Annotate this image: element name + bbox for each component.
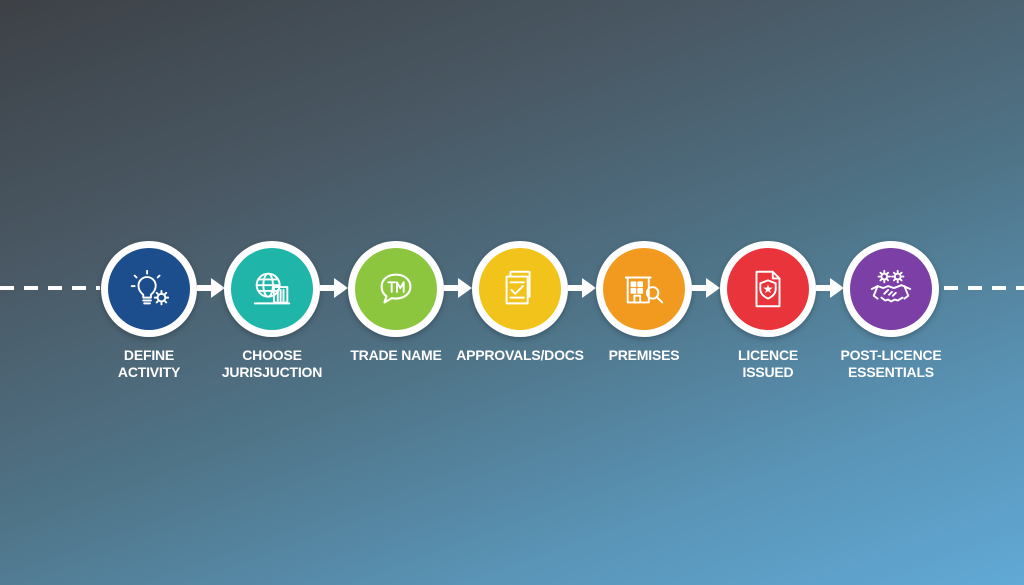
step-premises: PREMISES [596,241,692,363]
step-label: PREMISES [608,347,680,363]
step-ring [720,241,816,337]
building-magnifier-icon [624,276,664,304]
arrow-icon [320,278,348,298]
step-licence-issued: LICENCE ISSUED [720,241,816,380]
step-disc [231,248,313,330]
licence-shield-icon [755,270,781,308]
arrow-icon [692,278,720,298]
step-choose-jurisdiction: CHOOSE JURISJUCTION [222,241,322,380]
step-post-licence-essentials: POST-LICENCE ESSENTIALS [840,241,942,380]
step-ring [472,241,568,337]
step-disc [727,248,809,330]
arrow-icon [568,278,596,298]
step-ring [101,241,197,337]
step-approvals-docs: APPROVALS/DOCS [456,241,584,363]
step-label: LICENCE ISSUED [737,347,799,380]
dashed-line-right [944,286,1024,290]
step-label: APPROVALS/DOCS [456,347,584,363]
arrow-icon [444,278,472,298]
step-disc [479,248,561,330]
step-disc [108,248,190,330]
step-ring [348,241,444,337]
step-ring [596,241,692,337]
arrow-icon [816,278,844,298]
step-label: POST-LICENCE ESSENTIALS [840,347,942,380]
step-label: CHOOSE JURISJUCTION [221,347,323,380]
step-disc [603,248,685,330]
dashed-line-left [0,286,100,290]
step-label: DEFINE ACTIVITY [117,347,181,380]
handshake-gears-icon [870,269,912,303]
trademark-speech-icon [380,273,412,304]
arrow-icon [197,278,225,298]
lightbulb-gear-icon [130,269,170,306]
step-disc [850,248,932,330]
step-ring [224,241,320,337]
step-disc [355,248,437,330]
step-ring [843,241,939,337]
globe-building-icon [253,272,291,305]
step-trade-name: TRADE NAME [348,241,444,363]
step-define-activity: DEFINE ACTIVITY [101,241,197,380]
step-label: TRADE NAME [350,347,442,363]
documents-check-icon [505,270,531,305]
